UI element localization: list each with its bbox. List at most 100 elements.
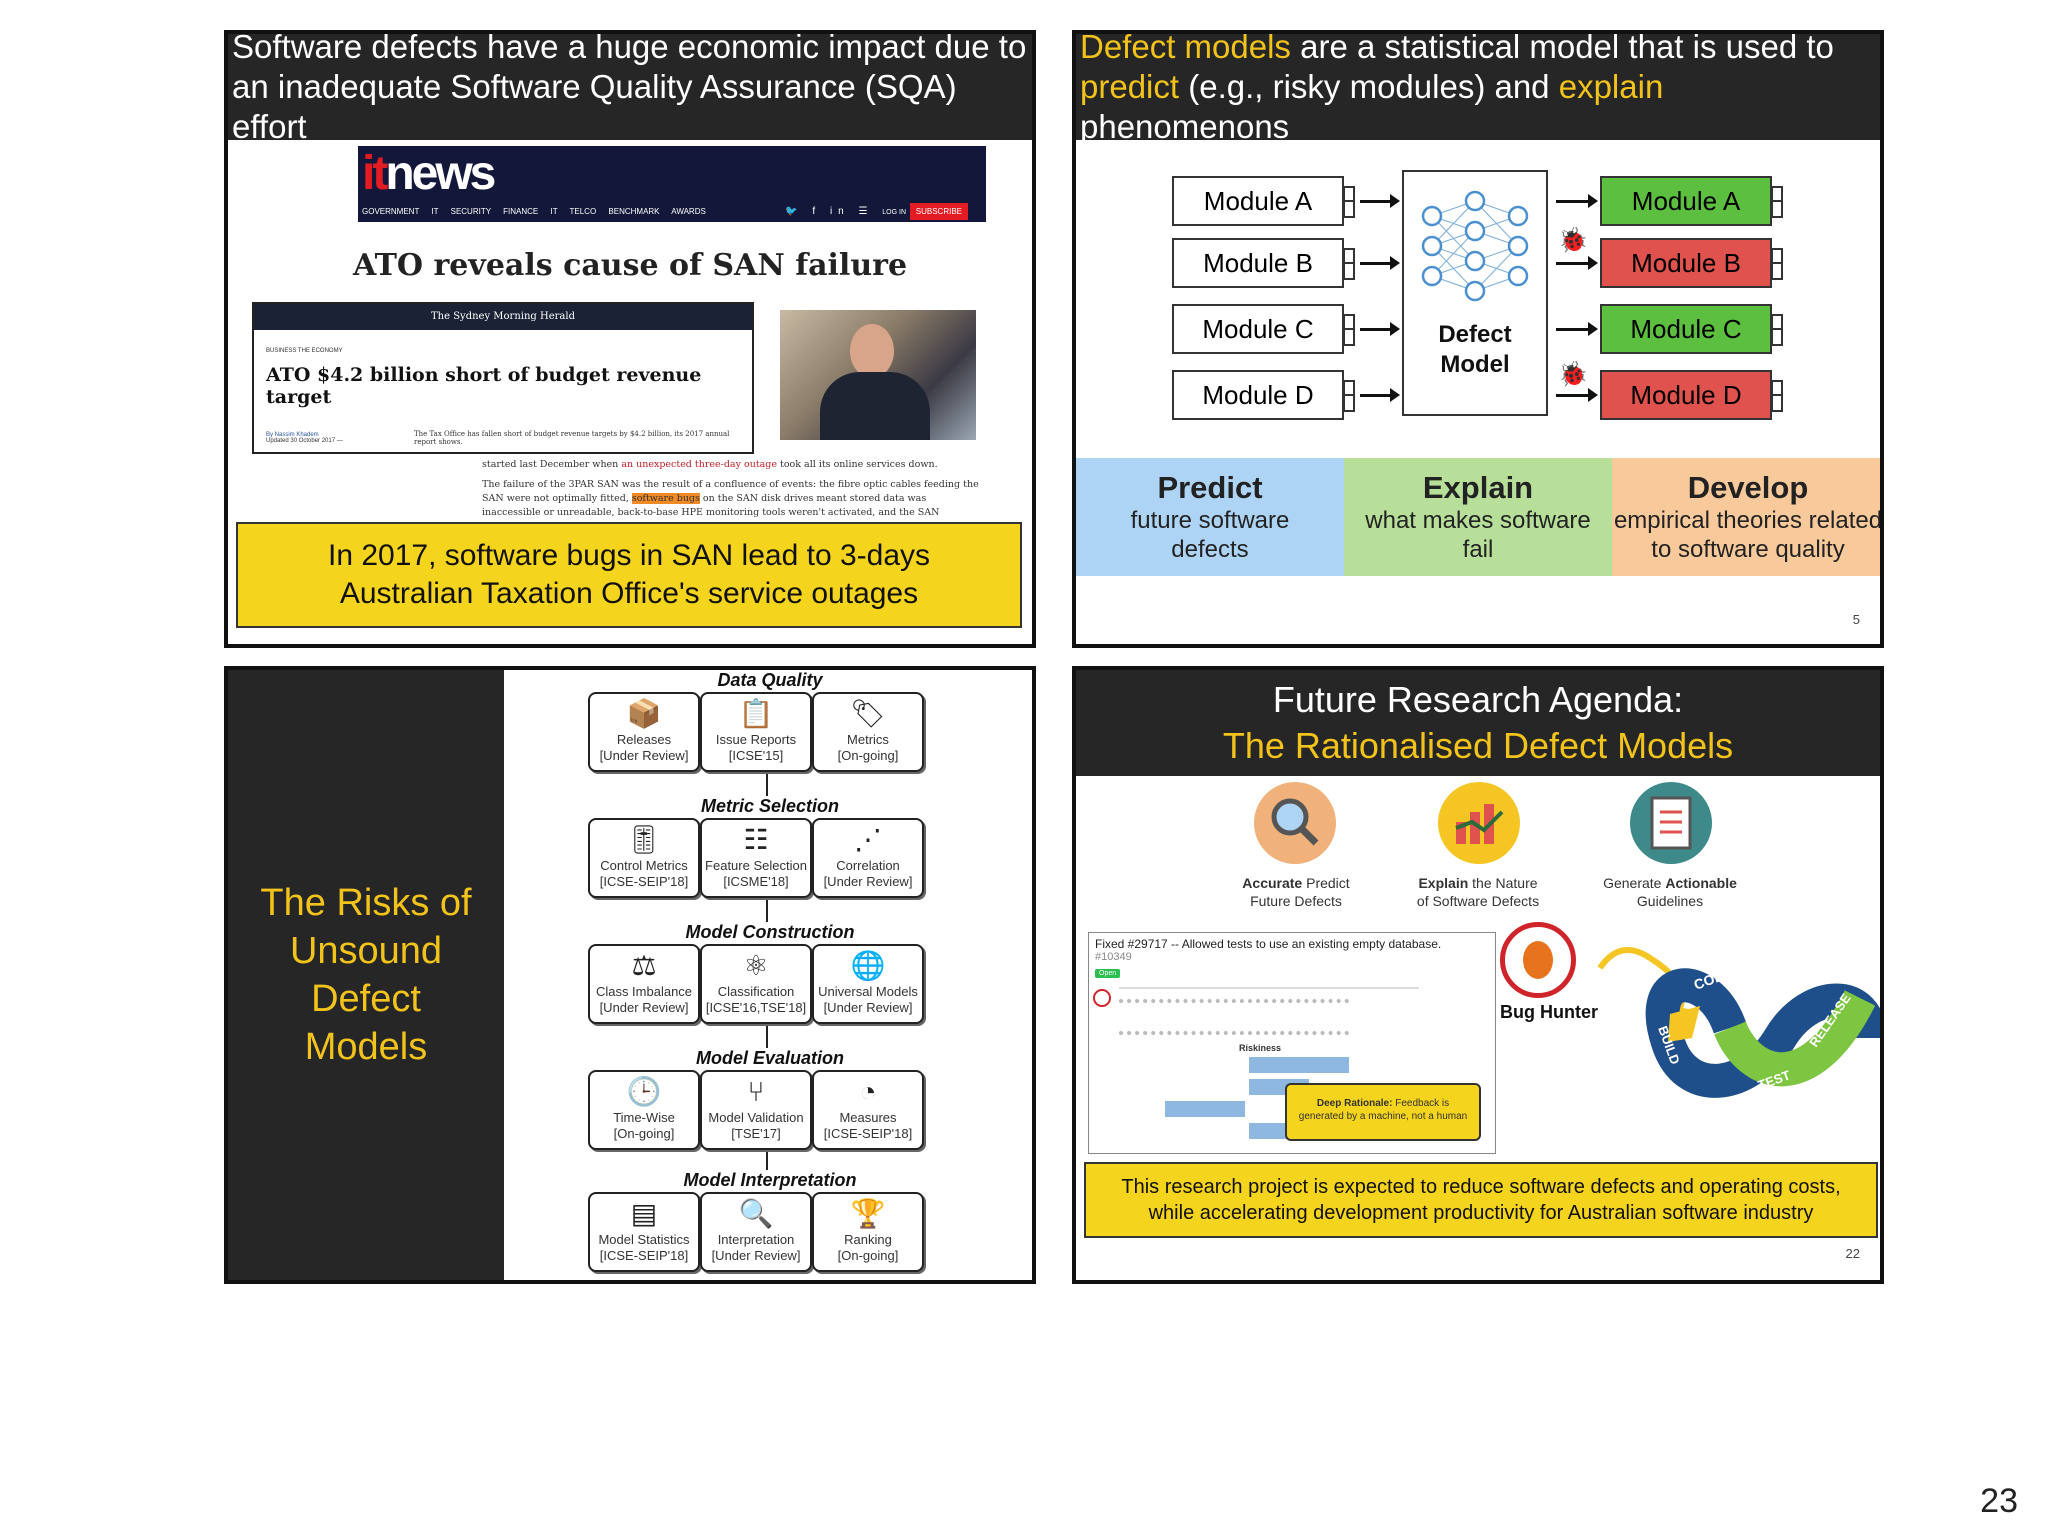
slide-economic-impact: Software defects have a huge economic im… (224, 30, 1036, 648)
research-item-box: ⚖Class Imbalance[Under Review] (588, 944, 700, 1024)
research-item-box: 🏷Metrics[On-going] (812, 692, 924, 772)
bug-icon: 🐞 (1558, 361, 1588, 388)
risk-bar (1249, 1057, 1349, 1073)
itnews-banner: itnews GOVERNMENT IT SECURITY FINANCE IT… (358, 146, 986, 222)
riskiness-label: Riskiness (1239, 1043, 1282, 1053)
neural-network-icon (1421, 190, 1529, 302)
research-item-label: Releases (616, 732, 672, 747)
goal-actionable-guidelines: Generate Actionable Guidelines (1603, 875, 1737, 909)
slide-future-research-agenda: Future Research Agenda: The Rationalised… (1072, 666, 1884, 1284)
pr-number: #10349 (1095, 951, 1132, 963)
research-item-label: Model Validation (708, 1110, 804, 1125)
research-item-label: Measures (839, 1110, 897, 1125)
slide-risks-unsound-models: The Risks of Unsound Defect Models Data … (224, 666, 1036, 1284)
itnews-nav: GOVERNMENT IT SECURITY FINANCE IT TELCO … (362, 207, 706, 216)
arrow-in-c (1360, 322, 1400, 336)
arrow-out-c (1556, 322, 1598, 336)
output-module-b: Module B (1600, 238, 1783, 288)
research-item-label: Class Imbalance (595, 984, 693, 999)
bug-hunter-icon (1500, 922, 1576, 998)
section-title: Data Quality (717, 670, 823, 690)
pr-open-badge: Open (1095, 969, 1121, 978)
research-item-box: ⋰ Correlation[Under Review] (812, 818, 924, 898)
news-photo (780, 310, 976, 440)
risk-bar (1165, 1101, 1245, 1117)
slide-page-number: 5 (1852, 612, 1860, 627)
research-item-icon: 📋 (738, 698, 774, 729)
research-item-label: Time-Wise (613, 1110, 675, 1125)
subscribe-badge: SUBSCRIBE (909, 203, 968, 220)
slide2-title: Defect models are a statistical model th… (1076, 34, 1880, 145)
research-item-label: Interpretation (717, 1232, 795, 1247)
pr-title: Fixed #29717 -- Allowed tests to use an … (1095, 937, 1442, 951)
research-item-box: ▤ Model Statistics[ICSE-SEIP'18] (588, 1192, 700, 1272)
goal-explain-nature: Explain the Nature of Software Defects (1416, 875, 1540, 909)
research-item-box: 🔍 Interpretation[Under Review] (700, 1192, 812, 1272)
clipboard-icon (1630, 782, 1712, 864)
research-item-status: [ICSE-SEIP'18] (599, 1248, 689, 1263)
bug-hunter-label: Bug Hunter (1500, 1002, 1598, 1022)
research-item-icon: 🎚 (626, 824, 662, 855)
pull-request-screenshot: Fixed #29717 -- Allowed tests to use an … (1088, 932, 1496, 1154)
devops-cycle: CODE PLAN RELEASE TEST BUILD (1597, 947, 1880, 1098)
research-item-label: Issue Reports (715, 732, 797, 747)
section-title: Metric Selection (700, 796, 840, 816)
slide-page-number: 22 (1845, 1246, 1860, 1261)
arrow-in-a (1360, 194, 1400, 208)
research-item-box: 🌐Universal Models[Under Review] (812, 944, 924, 1024)
research-item-icon: 🕒 (626, 1076, 662, 1107)
risk-bar (1249, 1123, 1289, 1139)
research-item-box: 🏆Ranking[On-going] (812, 1192, 924, 1272)
news-headline: ATO reveals cause of SAN failure (352, 248, 908, 283)
research-item-status: [ICSE-SEIP'18] (599, 874, 689, 889)
research-item-box: ☷Feature Selection[ICSME'18] (700, 818, 812, 898)
research-summary-callout: This research project is expected to red… (1084, 1162, 1878, 1238)
section-title: Model Construction (685, 922, 855, 942)
research-item-icon: ⑂ (747, 1076, 765, 1107)
explain-panel: Explain what makes software fail (1344, 458, 1612, 576)
research-item-icon: 📦 (626, 698, 662, 729)
input-module-c: Module C (1172, 304, 1355, 354)
research-item-status: [ICSE'15] (728, 748, 784, 763)
research-item-status: [On-going] (837, 748, 899, 763)
research-item-box: 🎚Control Metrics[ICSE-SEIP'18] (588, 818, 700, 898)
research-item-box: 📋 Issue Reports[ICSE'15] (700, 692, 812, 772)
social-icons: 🐦 f in ☰ LOG IN (785, 206, 906, 217)
research-item-status: [ICSE-SEIP'18] (823, 1126, 913, 1141)
research-item-icon: ⋰ (854, 824, 882, 855)
research-item-icon: ⚛ (743, 950, 769, 981)
research-item-label: Correlation (836, 858, 900, 873)
research-item-label: Metrics (847, 732, 889, 747)
arrow-out-d (1556, 388, 1598, 402)
bug-icon: 🐞 (1558, 227, 1588, 254)
research-item-icon: 🔍 (738, 1198, 774, 1229)
page-number: 23 (1980, 1482, 2018, 1520)
section-title: Model Evaluation (695, 1048, 845, 1068)
research-item-icon: ▤ (630, 1198, 658, 1229)
research-item-icon: 🌐 (850, 950, 886, 981)
flow-connector (766, 774, 768, 796)
research-item-status: [Under Review] (711, 1248, 801, 1263)
research-item-box: ⚛Classification[ICSE'16,TSE'18] (700, 944, 812, 1024)
slide4-title: Future Research Agenda: The Rationalised… (1076, 670, 1880, 776)
research-item-box: ⑂Model Validation[TSE'17] (700, 1070, 812, 1150)
arrow-out-a (1556, 194, 1598, 208)
smh-article: The Sydney Morning Herald BUSINESS THE E… (252, 302, 754, 454)
smh-category: BUSINESS THE ECONOMY (266, 348, 343, 354)
section-title: Model Interpretation (683, 1170, 857, 1190)
slide-defect-models: Defect models are a statistical model th… (1072, 30, 1884, 648)
research-item-icon: ☷ (743, 824, 769, 855)
search-icon (1254, 782, 1336, 864)
research-item-status: [Under Review] (599, 748, 689, 763)
research-item-status: [Under Review] (823, 1000, 913, 1015)
research-item-status: [Under Review] (823, 874, 913, 889)
flow-connector (766, 1152, 768, 1170)
research-item-label: Feature Selection (705, 858, 807, 873)
flow-connector (766, 1026, 768, 1048)
output-module-a: Module A (1600, 176, 1783, 226)
research-item-icon: ⚖ (631, 950, 657, 981)
research-item-label: Model Statistics (598, 1232, 690, 1247)
